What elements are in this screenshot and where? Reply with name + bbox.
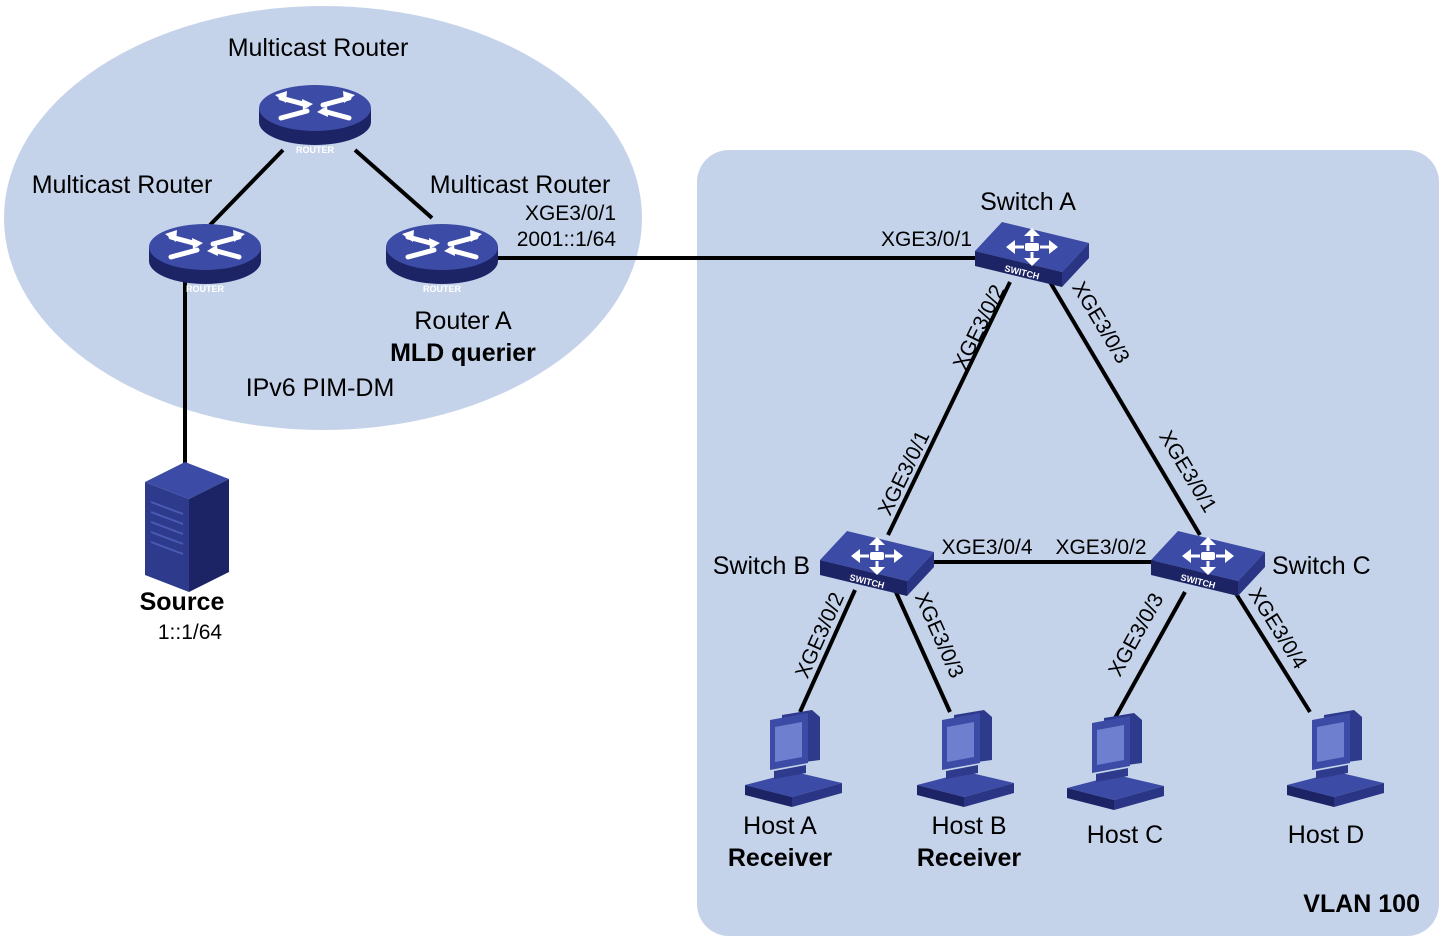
vlan-zone [697, 150, 1439, 936]
source-name: Source [140, 588, 225, 616]
switch-a-uplink-port: XGE3/0/1 [881, 228, 972, 251]
host-c-name: Host C [1087, 821, 1163, 849]
source-ip: 1::1/64 [158, 621, 223, 644]
link-switch-b-host-a [798, 589, 857, 713]
host-a-name: Host A [743, 812, 817, 840]
router-a-ip-label: 2001::1/64 [517, 228, 617, 251]
link-switch-c-host-d [1233, 590, 1312, 714]
top-router-icon: ROUTER [259, 85, 371, 155]
switch-a-name: Switch A [980, 188, 1076, 216]
host-b-role: Receiver [917, 844, 1022, 872]
link-switch-c-host-c [1113, 591, 1187, 719]
link-top-router-left-router [208, 148, 285, 227]
router-a-device-text: ROUTER [423, 284, 462, 294]
host-a-role: Receiver [728, 844, 833, 872]
left-router-label: Multicast Router [32, 171, 213, 199]
router-a-port-label: XGE3/0/1 [525, 202, 616, 225]
switch-b-name: Switch B [713, 552, 810, 580]
pim-domain-zone [4, 6, 642, 430]
switch-c-port-to-b: XGE3/0/2 [1055, 536, 1146, 559]
top-router-device-text: ROUTER [296, 145, 335, 155]
link-switch-a-switch-c [1048, 280, 1202, 537]
link-switch-b-host-b [893, 589, 952, 713]
pim-label: IPv6 PIM-DM [246, 374, 395, 402]
router-a-name: Router A [414, 307, 512, 335]
host-d-name: Host D [1288, 821, 1364, 849]
host-b-name: Host B [931, 812, 1006, 840]
router-a-icon: ROUTER [386, 224, 498, 294]
link-top-router-router-a [353, 148, 434, 220]
left-router-icon: ROUTER [149, 224, 261, 294]
router-a-top-label: Multicast Router [430, 171, 611, 199]
switch-b-port-to-c: XGE3/0/4 [941, 536, 1032, 559]
source-server-icon [144, 461, 230, 593]
left-router-device-text: ROUTER [186, 284, 225, 294]
switch-c-name: Switch C [1272, 552, 1371, 580]
vlan-label: VLAN 100 [1303, 890, 1420, 918]
router-a-role: MLD querier [390, 339, 536, 367]
link-switch-a-switch-b [886, 281, 1012, 536]
top-router-label: Multicast Router [228, 34, 409, 62]
